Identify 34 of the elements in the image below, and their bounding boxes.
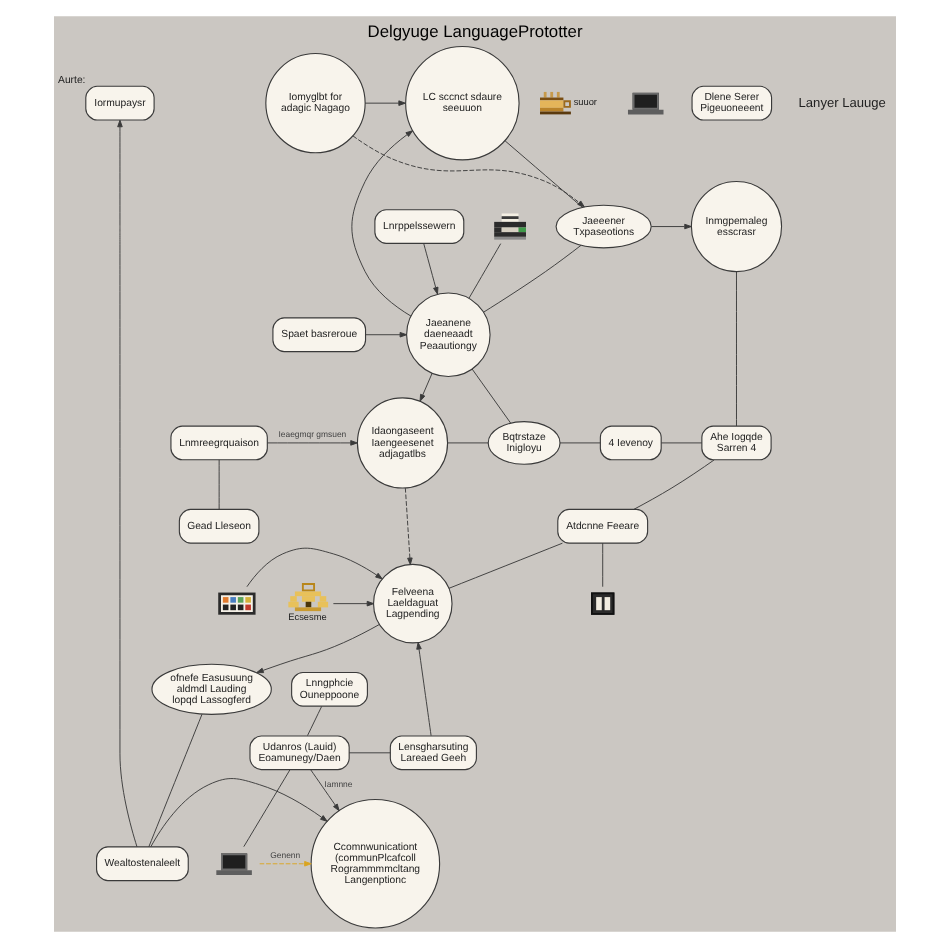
arrow xyxy=(258,861,311,867)
connector xyxy=(503,140,582,208)
connector xyxy=(470,368,511,424)
arrow xyxy=(415,642,431,737)
arrow xyxy=(149,778,327,848)
arrow xyxy=(350,130,413,317)
connector xyxy=(447,542,562,589)
connector xyxy=(306,706,322,737)
connector xyxy=(659,442,702,444)
arrow xyxy=(351,135,584,208)
connector xyxy=(467,243,501,299)
connector xyxy=(632,459,714,510)
connector xyxy=(446,442,488,444)
arrow xyxy=(245,547,382,588)
connector xyxy=(347,752,390,754)
arrow xyxy=(331,600,374,607)
arrow xyxy=(418,372,432,402)
connector xyxy=(482,244,581,313)
arrow xyxy=(116,119,137,848)
arrow xyxy=(649,223,691,230)
arrow xyxy=(403,487,412,566)
connector xyxy=(242,769,290,848)
arrow xyxy=(363,100,405,106)
arrow xyxy=(309,769,339,812)
connector xyxy=(147,713,202,848)
connector xyxy=(558,442,600,444)
connector xyxy=(735,271,736,427)
arrow xyxy=(266,440,357,446)
arrow xyxy=(422,243,438,295)
arrow xyxy=(364,331,407,338)
connector xyxy=(601,542,603,588)
diagram-title: Delgyuge LanguagePrototter xyxy=(366,21,582,42)
arrow xyxy=(255,623,380,674)
connector xyxy=(217,459,219,510)
